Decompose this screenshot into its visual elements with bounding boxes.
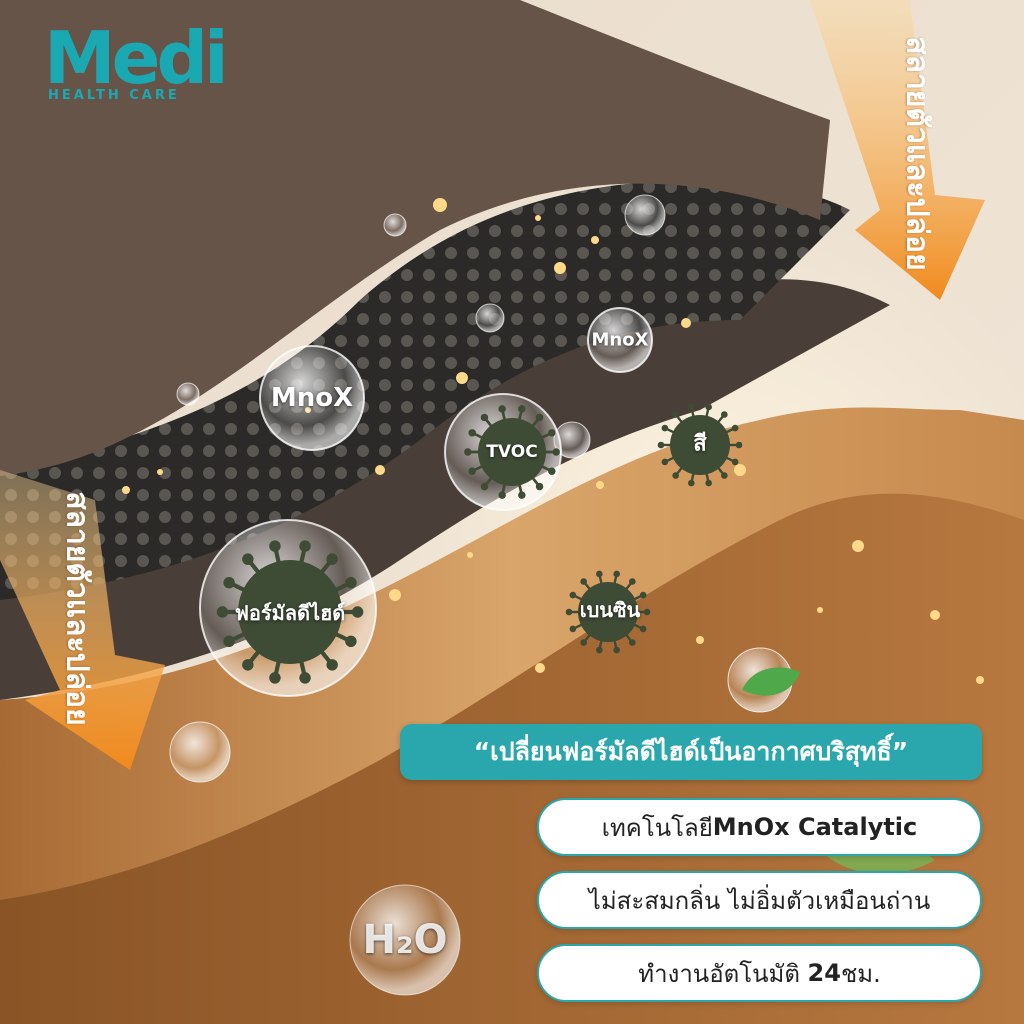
- formaldehyde-virus-icon: [216, 540, 364, 684]
- benzene-virus-icon: [565, 570, 651, 654]
- top-felt-sheen: [0, 0, 830, 476]
- feature-pill-2: ไม่สะสมกลิ่น ไม่อิ่มตัวเหมือนถ่าน: [537, 871, 982, 929]
- small-bubble: [624, 194, 666, 236]
- small-bubble: [383, 213, 407, 237]
- left-arrow-label: สลายตัวและปล่อย: [59, 491, 95, 726]
- small-bubble: [176, 382, 200, 406]
- right-arrow-label: สลายตัวและปล่อย: [899, 36, 935, 271]
- tvoc-virus-icon: [464, 405, 560, 499]
- headline-text: “เปลี่ยนฟอร์มัลดีไฮด์เป็นอากาศบริสุทธิ์”: [473, 737, 909, 766]
- brand-name: Medi: [44, 16, 229, 100]
- mnox-bubble-large: [259, 345, 365, 451]
- feature-1-strong: MnOx Catalytic: [712, 813, 918, 841]
- mnox-large-label: MnoX: [270, 383, 354, 413]
- mnox-bubble-small: [587, 307, 653, 373]
- formaldehyde-label: ฟอร์มัลดีไฮด์: [234, 601, 346, 625]
- virus-group: [216, 403, 743, 684]
- color-label: สี: [693, 431, 707, 457]
- color-virus-icon: [657, 403, 743, 487]
- h2o-label: H₂O: [362, 917, 448, 963]
- mnox-small-label: MnoX: [591, 329, 649, 351]
- feature-1-prefix: เทคโนโลยี: [601, 813, 713, 842]
- right-arrow: [810, 0, 985, 300]
- benzene-label: เบนซิน: [579, 598, 641, 622]
- feature-pill-1: เทคโนโลยี MnOx Catalytic: [537, 798, 982, 856]
- wood-layer-middle: [0, 407, 1024, 900]
- headline-banner: “เปลี่ยนฟอร์มัลดีไฮด์เป็นอากาศบริสุทธิ์”: [400, 724, 982, 780]
- mesh-layer: [0, 180, 850, 600]
- feature-3-prefix: ทำงานอัตโนมัติ: [638, 959, 800, 988]
- brand-tagline: HEALTH CARE: [48, 88, 180, 103]
- top-felt-layer: [0, 0, 830, 476]
- mint-leaf-icon: [742, 667, 800, 696]
- tvoc-label: TVOC: [486, 442, 538, 462]
- left-arrow: [0, 470, 165, 770]
- h2o-bubble: [349, 884, 461, 996]
- feature-2-text: ไม่สะสมกลิ่น ไม่อิ่มตัวเหมือนถ่าน: [588, 886, 931, 915]
- feature-3-strong: 24: [807, 959, 841, 987]
- sparkles: [122, 198, 984, 684]
- feature-pill-3: ทำงานอัตโนมัติ 24 ชม.: [537, 944, 982, 1002]
- feature-3-suffix: ชม.: [840, 959, 881, 988]
- small-bubble: [169, 721, 231, 783]
- small-bubble: [475, 303, 505, 333]
- brand-logo: Medi HEALTH CARE: [44, 16, 229, 103]
